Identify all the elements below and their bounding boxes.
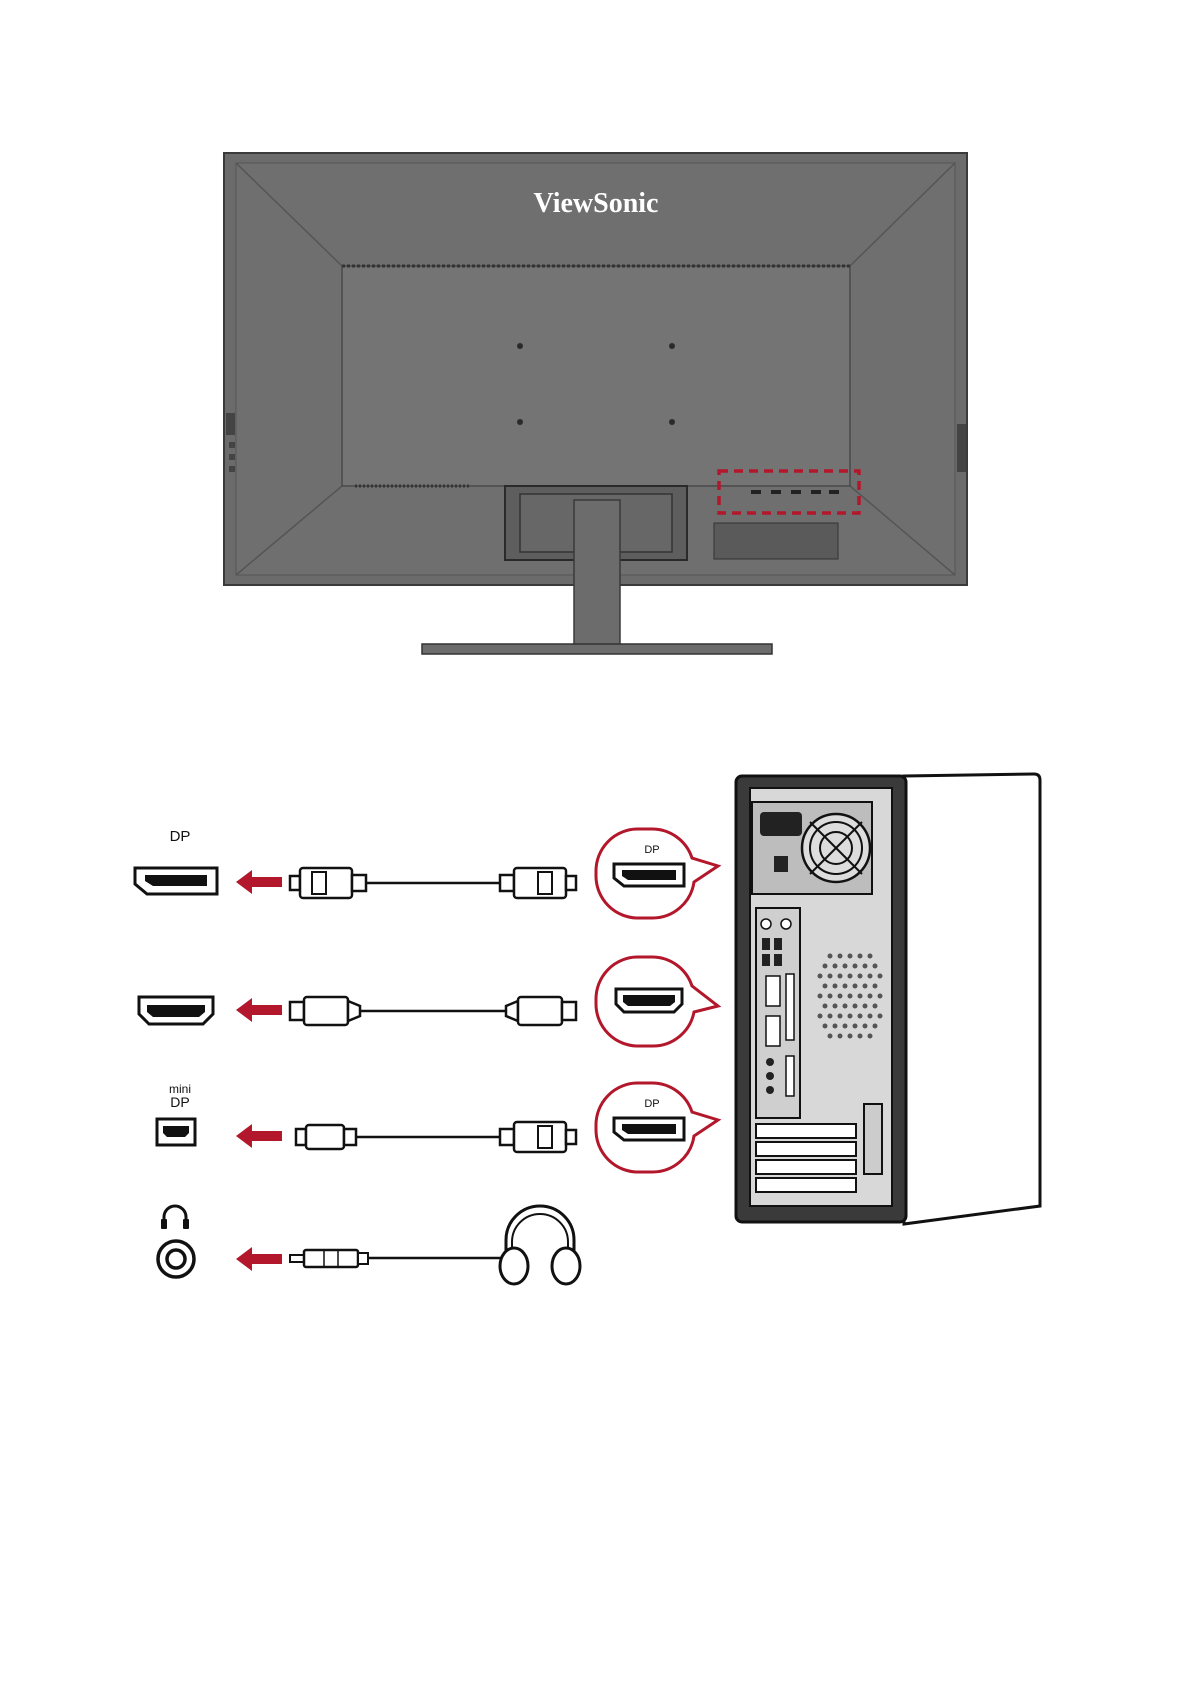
- callout-displayport-bottom: [592, 1080, 722, 1176]
- mini-dp-port-label-bottom: DP: [155, 1095, 205, 1110]
- mini-displayport-port-icon: [155, 1117, 197, 1147]
- hdmi-cable: [288, 988, 578, 1032]
- headphones-icon: [500, 1206, 580, 1284]
- displayport-cable: [288, 860, 578, 904]
- callout-dp-top-label: DP: [632, 845, 672, 857]
- monitor-brand-logo: ViewSonic: [486, 188, 706, 220]
- arrow-left-icon: [236, 870, 282, 894]
- monitor-rear-illustration: [0, 0, 1191, 700]
- headphone-icon: [160, 1203, 190, 1231]
- mini-displayport-cable: [294, 1114, 578, 1158]
- displayport-port-icon: [133, 866, 219, 896]
- callout-dp-bottom-label: DP: [632, 1099, 672, 1111]
- arrow-left-icon: [236, 998, 282, 1022]
- callout-hdmi: [592, 954, 722, 1050]
- dp-port-label: DP: [155, 829, 205, 845]
- audio-cable-with-headphones: [288, 1200, 588, 1290]
- audio-jack-port-icon: [155, 1238, 197, 1280]
- arrow-left-icon: [236, 1247, 282, 1271]
- pc-tower-illustration: [730, 766, 1046, 1226]
- callout-displayport-top: [592, 826, 722, 922]
- hdmi-port-icon: [137, 994, 215, 1026]
- arrow-left-icon: [236, 1124, 282, 1148]
